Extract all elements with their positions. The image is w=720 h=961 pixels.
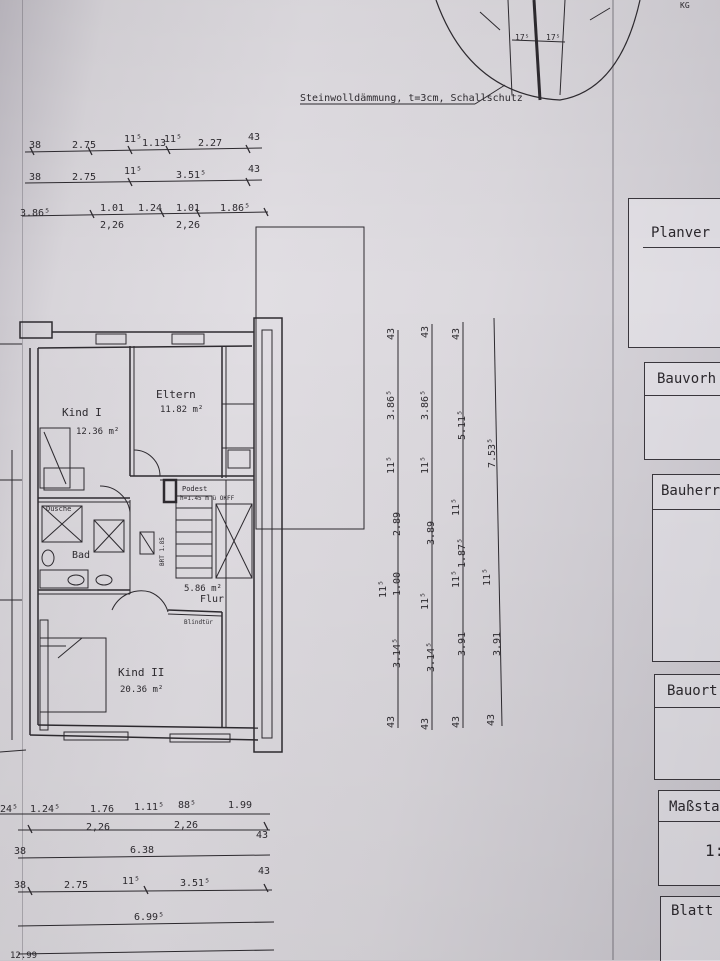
insulation-note: Steinwolldämmung, t=3cm, Schallschutz — [300, 93, 523, 104]
dim-top3-b1: 2,26 — [176, 220, 200, 231]
side4-3: 43 — [486, 714, 497, 726]
dim-top2-0: 38 — [29, 172, 41, 183]
dim-bot5-0: 12.99 — [10, 951, 37, 960]
dim-top1-3: 1.13 — [142, 138, 166, 149]
dim-top3-4: 1.86⁵ — [220, 203, 250, 214]
dim-bot1-1: 1.24⁵ — [30, 804, 60, 815]
room-bad-name: Bad — [72, 550, 90, 561]
dim-bot2-1: 6.38 — [130, 845, 154, 856]
side4-1: 11⁵ — [482, 568, 493, 586]
room-eltern-area: 11.82 m² — [160, 405, 203, 415]
title-block-blatt: Blatt — [660, 896, 720, 961]
side1-4: 11⁵ — [378, 580, 389, 598]
sheet-fold-line-left — [22, 0, 23, 960]
dim-top1-2: 11⁵ — [124, 134, 142, 145]
dim-bot3-1: 2.75 — [64, 880, 88, 891]
title-block-massstab: Maßsta 1: — [658, 790, 720, 886]
side2-5: 3.14⁵ — [426, 642, 437, 672]
room-kind2-name: Kind II — [118, 666, 164, 679]
planverfasser-label: Planver — [651, 225, 711, 241]
dim-bot3-3: 3.51⁵ — [180, 878, 210, 889]
dim-top1-5: 2.27 — [198, 138, 222, 149]
dim-top1-4: 11⁵ — [164, 134, 182, 145]
side2-6: 43 — [420, 718, 431, 730]
side2-0: 43 — [420, 326, 431, 338]
side1-6: 3.14⁵ — [392, 638, 403, 668]
dim-top3-0: 3.86⁵ — [20, 208, 50, 219]
massstab-value: 1: — [705, 841, 720, 860]
room-dusche-name: Dusche — [46, 505, 71, 513]
side1-2: 11⁵ — [386, 456, 397, 474]
blatt-label: Blatt — [671, 903, 714, 919]
side3-6: 43 — [451, 716, 462, 728]
side1-7: 43 — [386, 716, 397, 728]
side3-4: 11⁵ — [451, 570, 462, 588]
dim-top2-4: 43 — [248, 164, 260, 175]
dim-bot3-0: 38 — [14, 880, 26, 891]
side3-5: 3.91 — [457, 632, 468, 656]
dim-top2-3: 3.51⁵ — [176, 170, 206, 181]
side3-0: 43 — [451, 328, 462, 340]
sheet-fold-line — [612, 0, 614, 960]
corner-mark: KG — [680, 1, 690, 10]
title-block-bauvorhaben: Bauvorh — [644, 362, 720, 460]
dim-top3-b0: 2,26 — [100, 220, 124, 231]
side3-2: 11⁵ — [451, 498, 462, 516]
room-kind2-area: 20.36 m² — [120, 685, 163, 695]
dim-bot1-b1: 2,26 — [174, 820, 198, 831]
side4-0: 7.53⁵ — [487, 438, 498, 468]
dim-bot1-0: 24⁵ — [0, 804, 18, 815]
dim-bot3-2: 11⁵ — [122, 876, 140, 887]
side2-1: 3.86⁵ — [420, 390, 431, 420]
detail-dim-1: 17⁵ — [515, 33, 529, 42]
side1-5: 1.00 — [392, 572, 403, 596]
dim-top1-6: 43 — [248, 132, 260, 143]
room-kind1-name: Kind I — [62, 406, 102, 419]
title-block-bauherr: Bauherr — [652, 474, 720, 662]
dim-top1-0: 38 — [29, 140, 41, 151]
massstab-label: Maßsta — [669, 799, 720, 815]
title-block-planverfasser: Planver — [628, 198, 720, 348]
side3-1: 5.11⁵ — [457, 410, 468, 440]
detail-dim-2: 17⁵ — [546, 33, 560, 42]
side1-0: 43 — [386, 328, 397, 340]
room-flur-name: Flur — [200, 594, 224, 605]
side2-3: 3.89 — [426, 521, 437, 545]
podest-label: Podest — [182, 485, 207, 493]
side4-2: 3.91 — [492, 632, 503, 656]
blindtuer-label: Blindtür — [184, 619, 213, 626]
dim-bot2-2: 43 — [256, 830, 268, 841]
side2-4: 11⁵ — [420, 592, 431, 610]
side1-3: 2.89 — [392, 512, 403, 536]
side3-3: 1.87⁵ — [457, 538, 468, 568]
dim-bot1-3: 1.11⁵ — [134, 802, 164, 813]
bauherr-label: Bauherr — [661, 483, 720, 499]
side2-2: 11⁵ — [420, 456, 431, 474]
dim-bot1-5: 1.99 — [228, 800, 252, 811]
podest-level: h=1.45 m ü OKFF — [180, 495, 235, 502]
dim-top3-3: 1.01 — [176, 203, 200, 214]
bauvorhaben-label: Bauvorh — [657, 371, 717, 387]
room-flur-area: 5.86 m² — [184, 584, 222, 594]
dim-top2-2: 11⁵ — [124, 166, 142, 177]
dim-bot1-2: 1.76 — [90, 804, 114, 815]
dim-top1-1: 2.75 — [72, 140, 96, 151]
dim-bot4-0: 6.99⁵ — [134, 912, 164, 923]
dim-top3-1: 1.01 — [100, 203, 124, 214]
title-block-bauort: Bauort — [654, 674, 720, 780]
bauort-label: Bauort — [667, 683, 718, 699]
side1-1: 3.86⁵ — [386, 390, 397, 420]
dim-bot1-b0: 2,26 — [86, 822, 110, 833]
dim-bot2-0: 38 — [14, 846, 26, 857]
dim-top3-2: 1.24 — [138, 203, 162, 214]
room-eltern-name: Eltern — [156, 388, 196, 401]
brt-label: BRT 1.85 — [159, 537, 166, 566]
dim-top2-1: 2.75 — [72, 172, 96, 183]
room-kind1-area: 12.36 m² — [76, 427, 119, 437]
dim-bot1-4: 88⁵ — [178, 800, 196, 811]
dim-bot3-4: 43 — [258, 866, 270, 877]
